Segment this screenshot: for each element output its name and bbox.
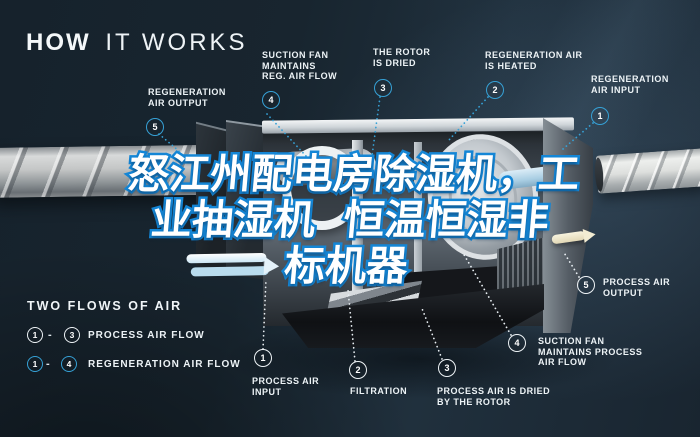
callout-number-suction-fan-process: 4 bbox=[508, 334, 526, 352]
machine-divider-panel-1 bbox=[352, 140, 363, 326]
label-suction-fan-process: SUCTION FAN MAINTAINS PROCESS AIR FLOW bbox=[538, 336, 643, 367]
legend-row1-from: 1 bbox=[27, 327, 43, 343]
label-process-air-output: PROCESS AIR OUTPUT bbox=[603, 277, 671, 298]
chinese-overlay-line1: 怒江州配电房除湿机，工 bbox=[124, 148, 584, 201]
callout-number-suction-fan-reg: 4 bbox=[262, 91, 280, 109]
chinese-overlay-text: 怒江州配电房除湿机，工 业抽湿机 恒温恒湿非 标机器 bbox=[0, 148, 700, 293]
label-process-air-input: PROCESS AIR INPUT bbox=[252, 376, 320, 397]
callout-number-regeneration-air-output: 5 bbox=[146, 118, 164, 136]
callout-number-process-air-input: 1 bbox=[254, 349, 272, 367]
legend-row2-label: REGENERATION AIR FLOW bbox=[88, 359, 241, 370]
label-regeneration-air-output: REGENERATION AIR OUTPUT bbox=[148, 87, 226, 108]
callout-number-regeneration-air-heated: 2 bbox=[486, 81, 504, 99]
suction-fan-ring bbox=[282, 146, 362, 230]
legend-row1-to: 3 bbox=[64, 327, 80, 343]
title-bold: HOW bbox=[26, 29, 91, 56]
legend-row2-from: 1 bbox=[27, 356, 43, 372]
legend-row2-to: 4 bbox=[61, 356, 77, 372]
legend-row1-label: PROCESS AIR FLOW bbox=[88, 330, 205, 341]
callout-number-rotor-is-dried: 3 bbox=[374, 79, 392, 97]
label-filtration: FILTRATION bbox=[350, 386, 408, 396]
callout-number-regeneration-air-input: 1 bbox=[591, 107, 609, 125]
label-process-air-dried: PROCESS AIR IS DRIED BY THE ROTOR bbox=[437, 386, 551, 407]
legend-title: TWO FLOWS OF AIR bbox=[27, 299, 183, 313]
label-regeneration-air-input: REGENERATION AIR INPUT bbox=[591, 74, 669, 95]
callout-number-process-air-output: 5 bbox=[577, 276, 595, 294]
callout-number-filtration: 2 bbox=[349, 361, 367, 379]
page-title: HOW IT WORKS bbox=[26, 29, 248, 57]
label-regeneration-air-heated: REGENERATION AIR IS HEATED bbox=[485, 50, 583, 71]
legend-row2-dash: - bbox=[46, 358, 50, 370]
chinese-overlay-line2: 业抽湿机 恒温恒湿非 bbox=[147, 194, 554, 247]
label-suction-fan-reg: SUCTION FAN MAINTAINS REG. AIR FLOW bbox=[262, 50, 338, 81]
label-rotor-is-dried: THE ROTOR IS DRIED bbox=[373, 47, 431, 68]
machine-divider-panel-2 bbox=[414, 142, 422, 324]
legend-row1-dash: - bbox=[48, 329, 52, 341]
callout-number-process-air-dried: 3 bbox=[438, 359, 456, 377]
chinese-overlay-line3: 标机器 bbox=[280, 240, 412, 293]
title-light: IT WORKS bbox=[105, 29, 248, 56]
